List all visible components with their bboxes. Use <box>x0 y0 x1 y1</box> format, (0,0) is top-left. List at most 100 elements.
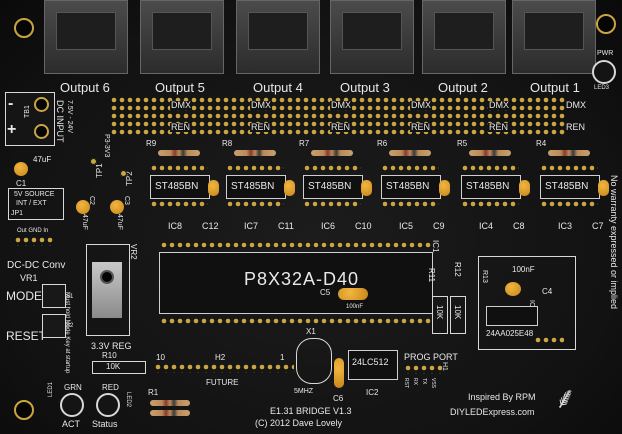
transceiver-chip-5 <box>461 175 521 199</box>
mounting-hole-br <box>596 14 616 34</box>
transceiver-chip-1 <box>150 175 210 199</box>
r11-value: 10K <box>435 305 444 320</box>
c2-value: 47uF <box>81 214 88 230</box>
ic9-outline <box>478 256 576 350</box>
chip-pins-bottom-3 <box>303 200 361 208</box>
main-chip-label: P8X32A-D40 <box>244 269 360 289</box>
board-copyright: (C) 2012 Dave Lovely <box>255 418 343 428</box>
r12-label: R12 <box>453 262 462 277</box>
rj45-opening-2 <box>434 12 494 50</box>
r11-label: R11 <box>427 268 436 283</box>
r11-outline <box>432 296 448 334</box>
main-chip-pins-top <box>160 241 432 249</box>
resistor-2 <box>234 150 276 156</box>
tp3-label: P3-3V3 <box>103 134 110 158</box>
chip-pins-top-6 <box>540 164 598 172</box>
capacitor-2 <box>284 180 295 196</box>
capacitor-4 <box>439 180 450 196</box>
chip-pins-top-4 <box>381 164 439 172</box>
cap-label-5: C8 <box>513 221 525 231</box>
ic-label-3: IC6 <box>321 221 336 231</box>
ic-label-5: IC4 <box>479 221 494 231</box>
resistor-label-4: R6 <box>377 139 388 148</box>
capacitor-c4 <box>505 282 521 296</box>
transceiver-label-3: ST485BN <box>308 181 352 192</box>
r10-label: R10 <box>102 351 117 360</box>
mounting-hole-bl <box>14 400 34 420</box>
dmx-label-5: DMX <box>488 100 510 110</box>
resistor-5 <box>469 150 511 156</box>
prog-port-header[interactable] <box>404 364 444 374</box>
resistor-4 <box>389 150 431 156</box>
board-title: E1.31 BRIDGE V1.3 <box>270 406 352 416</box>
led-status <box>96 393 120 417</box>
ic9-pins <box>534 336 564 344</box>
vr1-label: VR1 <box>20 273 38 283</box>
resistor-6 <box>548 150 590 156</box>
cap-label-3: C10 <box>355 221 372 231</box>
resistor-label-5: R5 <box>457 139 468 148</box>
prog-port-label: PROG PORT <box>404 352 458 362</box>
capacitor-c3 <box>110 200 124 214</box>
resistor-3 <box>311 150 353 156</box>
dcdc-label: DC-DC Conv <box>7 260 66 271</box>
future-header <box>154 363 294 373</box>
crystal-label: 5MHZ <box>294 388 314 395</box>
dmx-label-3: DMX <box>330 100 352 110</box>
r13-label: R13 <box>481 270 488 283</box>
rj45-opening-6 <box>56 12 116 50</box>
h2-pin-10: 10 <box>156 353 165 362</box>
chip-pins-bottom-5 <box>461 200 519 208</box>
reset-button[interactable] <box>42 314 66 338</box>
chip-24aa025e48 <box>486 306 538 326</box>
chip-pins-bottom-2 <box>226 200 284 208</box>
chip-pins-bottom-6 <box>540 200 598 208</box>
ic-label-6: IC3 <box>558 221 573 231</box>
terminal-screw-minus <box>34 97 49 112</box>
dc-range-label: 7.5V - 24V <box>66 100 73 134</box>
dc-input-label: DC INPUT <box>55 100 65 143</box>
pwr-label: PWR <box>597 50 614 57</box>
capacitor-c5 <box>338 288 368 300</box>
jp1-outline <box>8 188 64 220</box>
testpoint-tp2 <box>120 170 127 177</box>
ren-label-4: REN <box>410 122 432 132</box>
output-label-3: Output 3 <box>340 80 390 95</box>
ic-label-1: IC8 <box>168 221 183 231</box>
c5-label: C5 <box>320 288 331 297</box>
mode-button[interactable] <box>42 284 66 308</box>
dmx-label-1: DMX <box>170 100 192 110</box>
jp1-label: JP1 <box>11 210 24 217</box>
capacitor-c6 <box>334 358 344 388</box>
website-label: DIYLEDExpress.com <box>450 407 535 417</box>
inspired-label: Inspired By RPM <box>468 392 536 402</box>
ic-label-4: IC5 <box>399 221 414 231</box>
r1-label: R1 <box>148 388 159 397</box>
prog-pin-label-0: RST <box>403 378 409 388</box>
led-act <box>60 393 84 417</box>
chip-pins-bottom-4 <box>381 200 439 208</box>
rj45-opening-4 <box>248 12 308 50</box>
reset-label: RESET <box>6 329 47 343</box>
led-pwr <box>592 60 616 84</box>
resistor-label-6: R4 <box>536 139 547 148</box>
eeprom-24lc512 <box>348 350 398 380</box>
output-label-1: Output 1 <box>530 80 580 95</box>
led3-label: LED3 <box>594 85 610 91</box>
resistor-label-3: R7 <box>299 139 310 148</box>
output-label-2: Output 2 <box>438 80 488 95</box>
s2-label: S2 <box>66 323 74 329</box>
resistor-r1 <box>150 400 190 406</box>
c1-value: 47uF <box>33 155 52 164</box>
prog-pin-label-3: VSS <box>430 378 436 389</box>
output-label-6: Output 6 <box>60 80 110 95</box>
led2-label: LED2 <box>125 392 131 408</box>
c3-value: 47uF <box>116 214 123 230</box>
chip-pins-top-2 <box>226 164 284 172</box>
chip-pins-top-5 <box>461 164 519 172</box>
ic2-label: IC2 <box>366 388 379 397</box>
vr1-pin-labels: Out GND In <box>17 228 49 234</box>
s1-label: S1 <box>66 294 74 300</box>
transceiver-chip-4 <box>381 175 441 199</box>
x1-label: X1 <box>306 327 316 336</box>
